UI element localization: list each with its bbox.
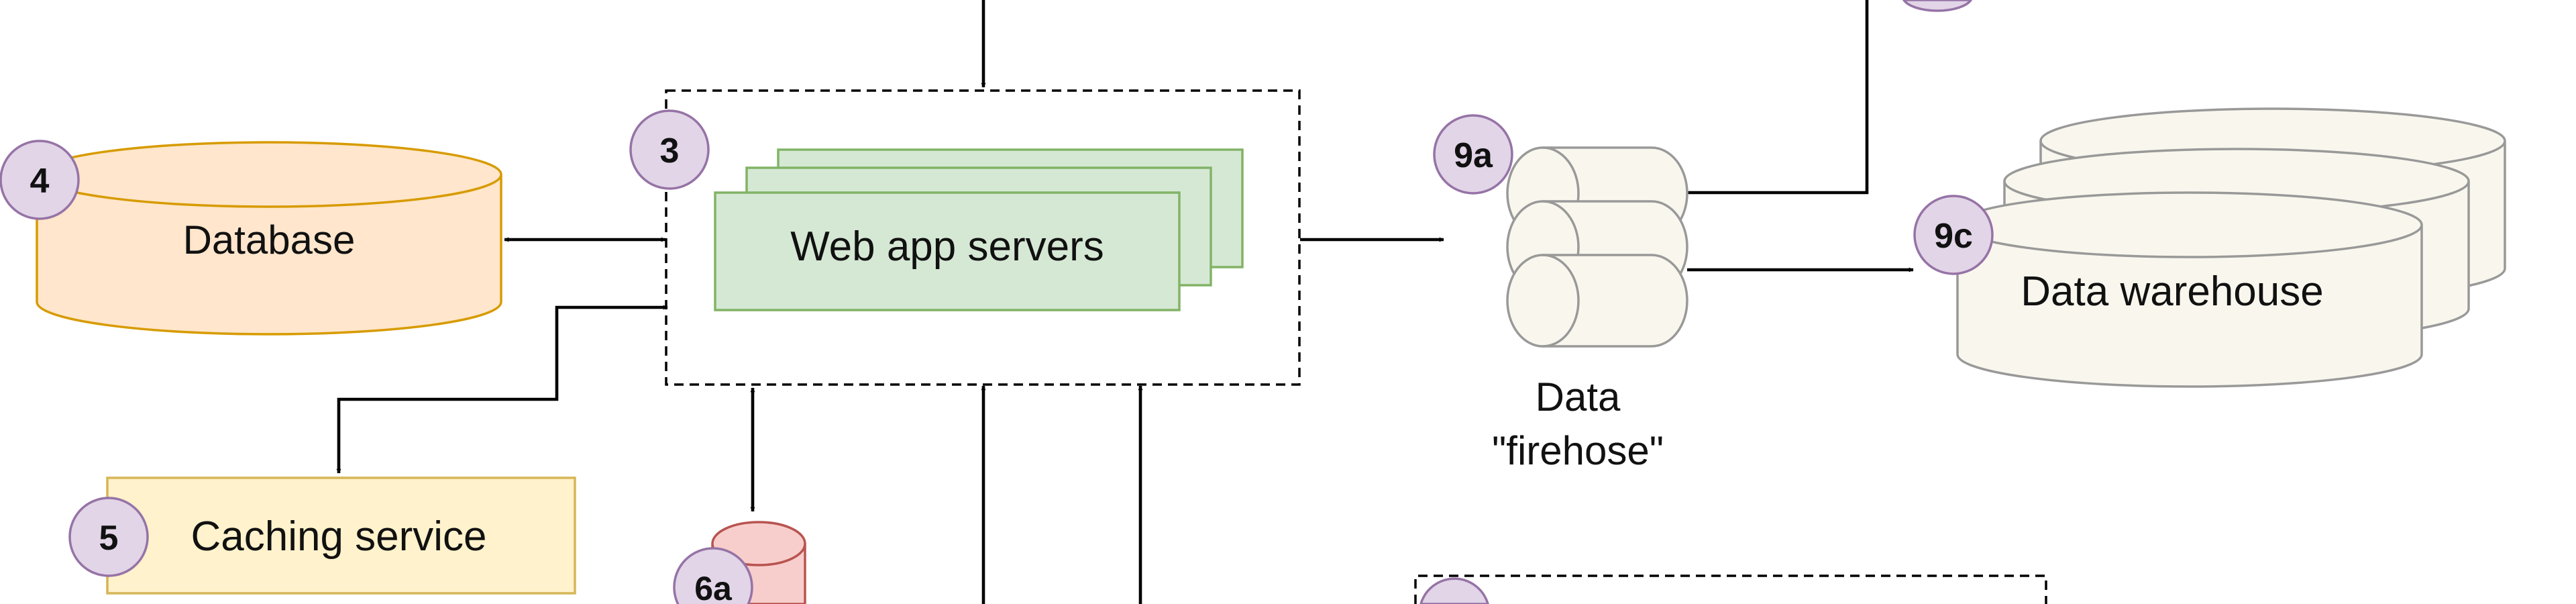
caching-service-box <box>106 476 576 595</box>
badge-label: 9a <box>1454 136 1493 175</box>
connectors <box>336 0 1914 604</box>
firehose-cylinder-bottom <box>1506 254 1688 348</box>
partial-badge-circle <box>1902 0 1973 12</box>
badge-circle <box>1913 195 1994 275</box>
warehouse-cylinder-front <box>1956 191 2423 388</box>
badge-9c: 9c <box>1913 195 1994 275</box>
data-firehose-node[interactable]: Data "firehose" 9a <box>1433 114 1688 473</box>
badge-label: 9c <box>1934 217 1973 256</box>
badge-6a: 6a <box>673 547 753 604</box>
caching-service-label: Caching service <box>191 513 486 560</box>
database-top <box>36 141 502 208</box>
database-body <box>36 174 502 336</box>
caching-service-node[interactable]: Caching service 5 <box>68 476 576 595</box>
badge-circle <box>673 547 753 604</box>
server-card-front <box>714 191 1181 311</box>
badge-label: 4 <box>30 162 50 201</box>
database-label: Database <box>183 217 356 262</box>
badge-label: 3 <box>660 132 680 170</box>
badge-9a: 9a <box>1433 114 1513 195</box>
badge-circle <box>629 109 710 190</box>
web-app-servers-node[interactable]: Web app servers <box>714 148 1244 311</box>
web-app-group: Web app servers 3 <box>629 89 1301 386</box>
partial-group-bottom-right <box>1414 574 2047 604</box>
badge-label: 6a <box>694 570 733 604</box>
partial-badge-top-right <box>1902 0 1973 12</box>
firehose-label-line1: Data <box>1536 374 1621 419</box>
database-node[interactable]: Database 4 <box>0 140 502 336</box>
data-warehouse-node[interactable]: Data warehouse 9c <box>1913 107 2506 388</box>
badge-3: 3 <box>629 109 710 190</box>
badge-5: 5 <box>68 497 149 577</box>
badge-circle <box>1433 114 1513 195</box>
partial-group-boundary <box>1414 574 2047 604</box>
line-firehose-up <box>1687 0 1869 195</box>
badge-circle <box>0 140 80 220</box>
partial-storage-node[interactable]: 6a <box>673 521 806 604</box>
badge-4: 4 <box>0 140 80 220</box>
partial-badge-circle <box>1419 577 1489 604</box>
data-warehouse-label: Data warehouse <box>2021 268 2324 315</box>
firehose-label-line2: "firehose" <box>1492 428 1664 473</box>
web-app-servers-label: Web app servers <box>790 223 1104 270</box>
web-group-boundary <box>665 89 1301 386</box>
badge-circle <box>68 497 149 577</box>
arrow-cache-web <box>336 305 668 474</box>
badge-label: 5 <box>99 519 119 558</box>
